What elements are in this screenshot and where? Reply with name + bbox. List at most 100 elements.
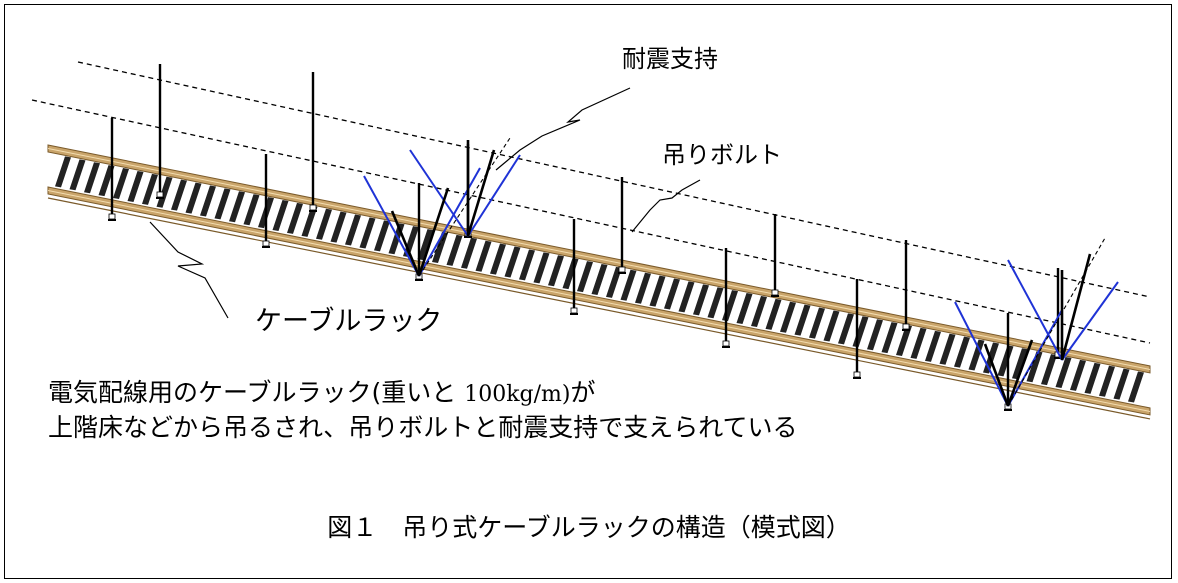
rack-rung	[997, 345, 1014, 377]
bolt-bracket	[771, 289, 779, 296]
rack-rung	[200, 185, 216, 217]
bolt-bracket	[108, 213, 116, 220]
rack-rung	[84, 162, 100, 194]
load-value: 100kg/m)	[464, 382, 571, 407]
rack-rung	[490, 243, 506, 275]
rack-rung	[359, 217, 376, 249]
brace-strut	[417, 187, 450, 277]
rack-rung	[69, 159, 86, 191]
rack-rung	[649, 275, 666, 307]
rack-rung	[1128, 371, 1144, 403]
rack-rung	[316, 208, 332, 240]
rack-rung	[55, 156, 71, 188]
description-line-1-suffix: が	[570, 378, 596, 407]
cable-rack-label: ケーブルラック	[255, 306, 443, 337]
brace-strut	[466, 149, 496, 237]
brace-strut	[1060, 253, 1092, 361]
rack-rung	[635, 272, 651, 304]
rack-rung	[301, 205, 318, 237]
rack-rung	[823, 310, 840, 342]
rack-rung	[838, 313, 854, 345]
rack-rung	[287, 202, 303, 234]
bolt-bracket	[309, 204, 317, 211]
brace-projection-line	[1007, 237, 1106, 407]
rack-rung	[243, 194, 260, 226]
rack-rung	[606, 266, 622, 298]
bolt-bracket	[902, 323, 910, 330]
rack-rung	[939, 333, 956, 365]
rack-back-rail-highlight	[47, 148, 1151, 370]
ceiling-line-upper	[77, 61, 1151, 298]
seismic-brace-line	[1007, 259, 1063, 361]
brace-strut	[390, 210, 421, 277]
rack-rung	[156, 176, 173, 208]
rack-rung	[214, 188, 231, 220]
rack-rung	[780, 301, 796, 333]
rack-rung	[968, 339, 985, 371]
ceiling-line-lower	[31, 99, 1151, 344]
description-line-2: 上階床などから吊るされ、吊りボルトと耐震支持で支えられている	[48, 413, 798, 442]
rack-rung	[171, 179, 187, 211]
rack-rung	[765, 298, 782, 330]
rack-rung	[432, 231, 448, 263]
rack-rung	[1084, 362, 1101, 394]
rack-rung	[693, 284, 709, 316]
brace-strut	[1006, 339, 1034, 407]
rack-rung	[229, 191, 245, 223]
seismic-brace-line	[409, 149, 469, 237]
rack-rung	[1012, 348, 1028, 380]
rack-rung	[374, 220, 390, 252]
rack-rung	[1099, 365, 1115, 397]
rack-rung	[446, 234, 463, 266]
description-line-1: 電気配線用のケーブルラック(重いと 100kg/m)が	[48, 376, 798, 411]
rack-rung	[461, 237, 477, 269]
seismic-support-label: 耐震支持	[622, 45, 718, 73]
seismic-support-leader	[495, 87, 631, 171]
rack-rung	[533, 252, 550, 284]
seismic-brace-line	[954, 301, 1009, 407]
rack-rung	[881, 322, 898, 354]
rack-rung	[1041, 354, 1057, 386]
seismic-brace-line	[1061, 281, 1119, 361]
rack-rung	[475, 240, 492, 272]
rack-rung	[925, 330, 941, 362]
rack-rung	[272, 200, 289, 232]
cable-rack-leader	[149, 221, 229, 319]
rack-rung	[954, 336, 970, 368]
hanging-bolt-leader	[631, 179, 701, 233]
rack-rung	[620, 269, 637, 301]
leader-lines	[149, 87, 701, 319]
bolt-bracket	[156, 191, 164, 198]
bolt-bracket	[722, 340, 730, 347]
rack-rung	[185, 182, 202, 214]
bolt-bracket	[853, 371, 861, 378]
rack-rung	[867, 319, 883, 351]
seismic-brace-line	[467, 154, 521, 237]
bolt-bracket	[262, 240, 270, 247]
rack-rung	[1026, 351, 1043, 383]
rack-rung	[98, 165, 115, 197]
rack-rung	[548, 255, 564, 287]
rack-rung	[519, 249, 535, 281]
seismic-brace-line	[363, 175, 420, 277]
rack-rung	[910, 327, 927, 359]
rack-rung	[678, 281, 695, 313]
rack-rung	[113, 168, 129, 200]
description-line-1-prefix: 電気配線用のケーブルラック(重いと	[48, 378, 465, 407]
rack-rung	[896, 325, 912, 357]
cable-rack	[47, 144, 1151, 420]
rack-rung	[1113, 368, 1130, 400]
rack-rung	[504, 246, 521, 278]
ceiling-reference-lines	[31, 61, 1151, 344]
rack-rung	[664, 278, 680, 310]
seismic-brace-line	[1007, 309, 1063, 407]
rack-rung	[345, 214, 361, 246]
bolt-bracket	[618, 266, 626, 273]
rack-rung	[1070, 359, 1086, 391]
description-text: 電気配線用のケーブルラック(重いと 100kg/m)が 上階床などから吊るされ、…	[48, 376, 798, 444]
rack-rung	[751, 295, 767, 327]
bolt-bracket	[570, 307, 578, 314]
rack-rung	[127, 170, 144, 202]
rack-rung	[330, 211, 347, 243]
